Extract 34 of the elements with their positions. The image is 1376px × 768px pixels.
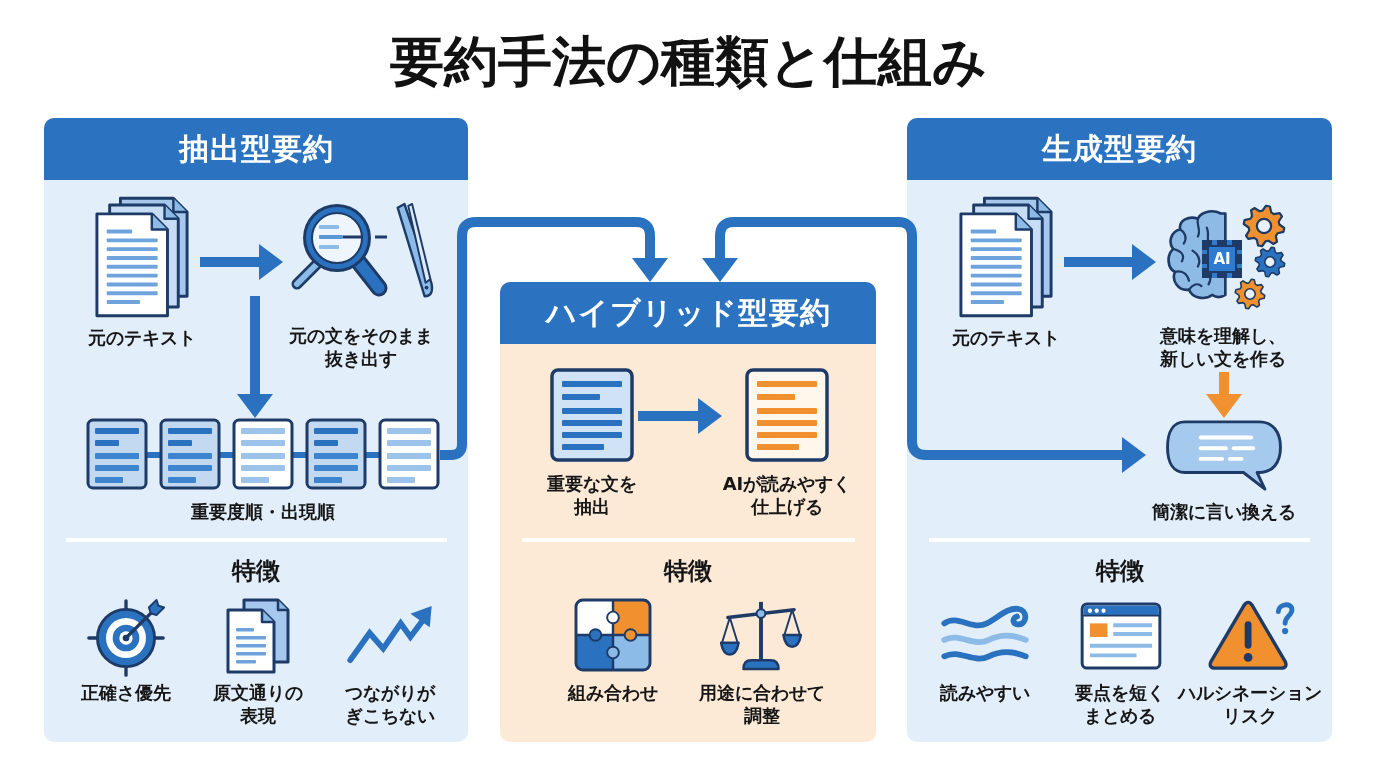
arrow [200, 244, 283, 280]
node-label: 元の文をそのまま抜き出す [288, 324, 434, 371]
feature-label: 原文通りの表現 [212, 681, 304, 728]
section-heading: 特徴 [230, 557, 281, 586]
double-headed-arrow [702, 217, 1146, 473]
panel-heading: ハイブリッド型要約 [500, 282, 876, 344]
node-label: 元のテキスト [87, 326, 197, 350]
arrow [237, 296, 273, 418]
feature-label: 用途に合わせて調整 [698, 681, 826, 728]
feature-label: つながりがぎこちない [344, 681, 437, 728]
feature-label: 組み合わせ [566, 681, 659, 705]
section-heading: 特徴 [662, 557, 713, 586]
arrow [638, 398, 722, 434]
feature-label: 要点を短くまとめる [1074, 681, 1166, 728]
panel-heading: 生成型要約 [907, 118, 1332, 180]
feature-label: ハルシネーションリスク [1176, 681, 1323, 728]
panel-heading: 抽出型要約 [44, 118, 468, 180]
arrow [1064, 244, 1156, 280]
feature-label: 読みやすい [938, 681, 1031, 705]
diagram-title: 要約手法の種類と仕組み [389, 30, 987, 95]
node-label: 意味を理解し、新しい文を作る [1158, 324, 1287, 371]
node-label: 簡潔に言い換える [1151, 500, 1297, 524]
ai-chip: AI [1202, 240, 1242, 278]
arrow [440, 217, 668, 460]
node-label: 元のテキスト [951, 326, 1061, 350]
method-panel [44, 118, 468, 742]
arrow [1206, 372, 1242, 418]
node-label: 重要度順・出現順 [190, 500, 336, 524]
method-panel [907, 118, 1332, 742]
section-heading: 特徴 [1094, 557, 1145, 586]
method-panel [500, 282, 876, 742]
feature-label: 正確さ優先 [80, 681, 172, 705]
node-label: AIが読みやすく仕上げる [721, 472, 853, 519]
node-label: 重要な文を抽出 [546, 472, 638, 519]
